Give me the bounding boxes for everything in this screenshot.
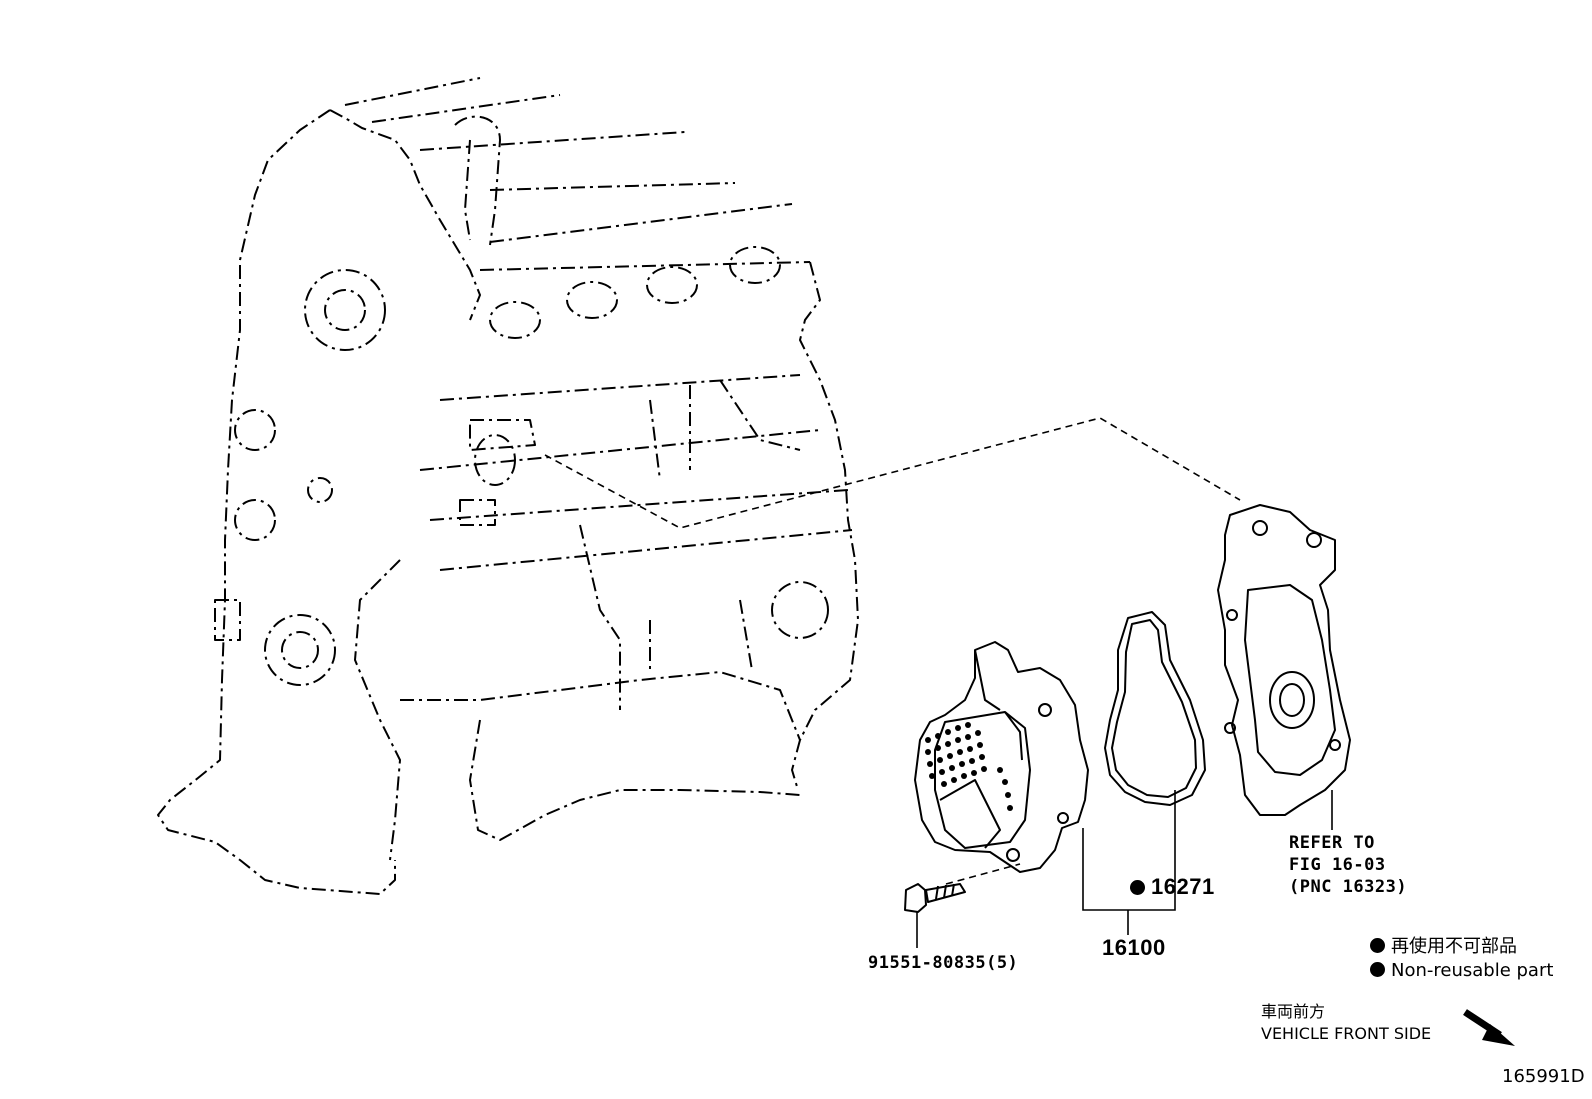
gasket-number: 16271 bbox=[1151, 874, 1215, 899]
part-number-bolt: 91551-80835(5) bbox=[868, 953, 1019, 973]
refer-line-3: (PNC 16323) bbox=[1289, 877, 1408, 897]
figure-id: 165991D bbox=[1502, 1066, 1585, 1087]
legend-dot-icon bbox=[1370, 938, 1385, 953]
chain-cover-outline bbox=[1217, 504, 1351, 816]
front-label-en: VEHICLE FRONT SIDE bbox=[1261, 1024, 1432, 1043]
legend-jp-text: 再使用不可部品 bbox=[1391, 936, 1517, 957]
legend-en: Non-reusable part bbox=[1370, 962, 1553, 980]
refer-line-2: FIG 16-03 bbox=[1289, 855, 1386, 875]
refer-line-1: REFER TO bbox=[1289, 833, 1375, 853]
part-number-water-pump: 16100 bbox=[1102, 935, 1166, 960]
leader-lines bbox=[916, 790, 1333, 948]
vehicle-front-arrow-icon bbox=[1463, 1009, 1515, 1046]
legend-dot-icon bbox=[1370, 962, 1385, 977]
assembly-guide-lines bbox=[544, 417, 1241, 885]
front-label-jp: 車両前方 bbox=[1261, 1002, 1326, 1021]
engine-block-outline bbox=[157, 77, 859, 895]
bolt-drawing bbox=[904, 883, 966, 913]
water-pump-body bbox=[914, 641, 1089, 873]
part-number-gasket: 16271 bbox=[1130, 876, 1215, 898]
legend-jp: 再使用不可部品 bbox=[1370, 938, 1517, 956]
water-pump-impeller-pattern bbox=[925, 722, 1013, 811]
non-reusable-dot-icon bbox=[1130, 880, 1145, 895]
gasket-outline bbox=[1104, 611, 1206, 806]
legend-en-text: Non-reusable part bbox=[1391, 960, 1554, 981]
